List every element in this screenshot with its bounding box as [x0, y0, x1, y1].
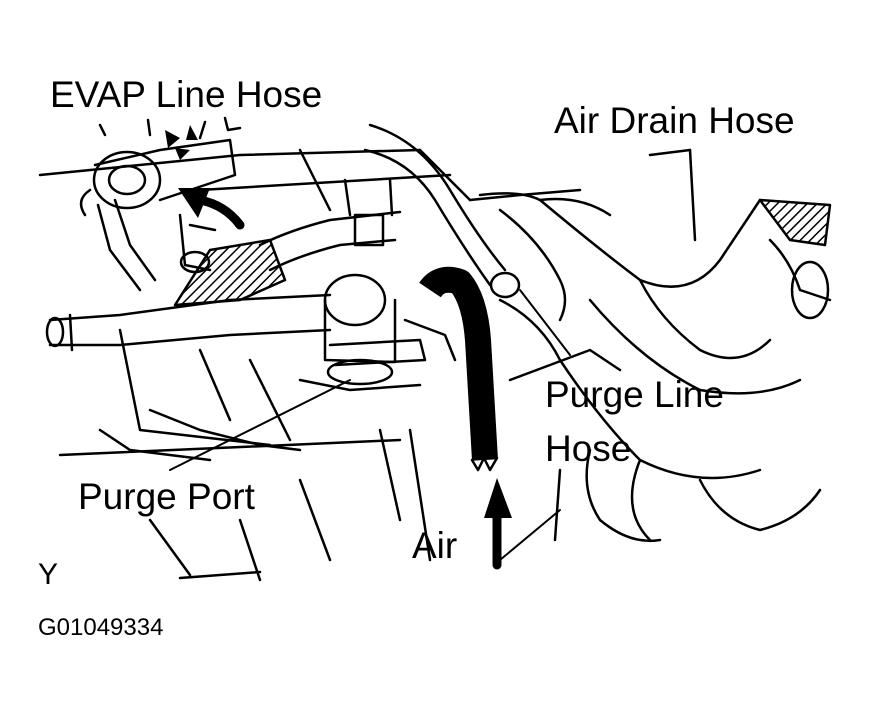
label-view-letter: Y [38, 558, 59, 591]
air-flow-arrow [484, 478, 512, 570]
lower-hose [45, 293, 332, 352]
label-figure-id: G01049334 [38, 614, 164, 641]
label-purge-port: Purge Port [78, 476, 255, 517]
air-drain-hose [478, 148, 832, 542]
label-purge-line-hose-line1: Purge Line [545, 374, 724, 415]
evap-line-hose [79, 116, 242, 292]
connection-arrow [195, 195, 245, 230]
label-air-drain-hose: Air Drain Hose [554, 100, 795, 141]
engine-block-outline [38, 148, 582, 582]
evap-disconnect-marks [165, 125, 198, 160]
purge-line-hose [419, 266, 498, 461]
label-evap-line-hose: EVAP Line Hose [50, 74, 323, 115]
leader-lines [169, 289, 571, 561]
hatched-fitting [173, 198, 832, 307]
label-air: Air [412, 525, 458, 566]
purge-valve [323, 178, 457, 386]
label-purge-line-hose-line2: Hose [545, 428, 632, 469]
